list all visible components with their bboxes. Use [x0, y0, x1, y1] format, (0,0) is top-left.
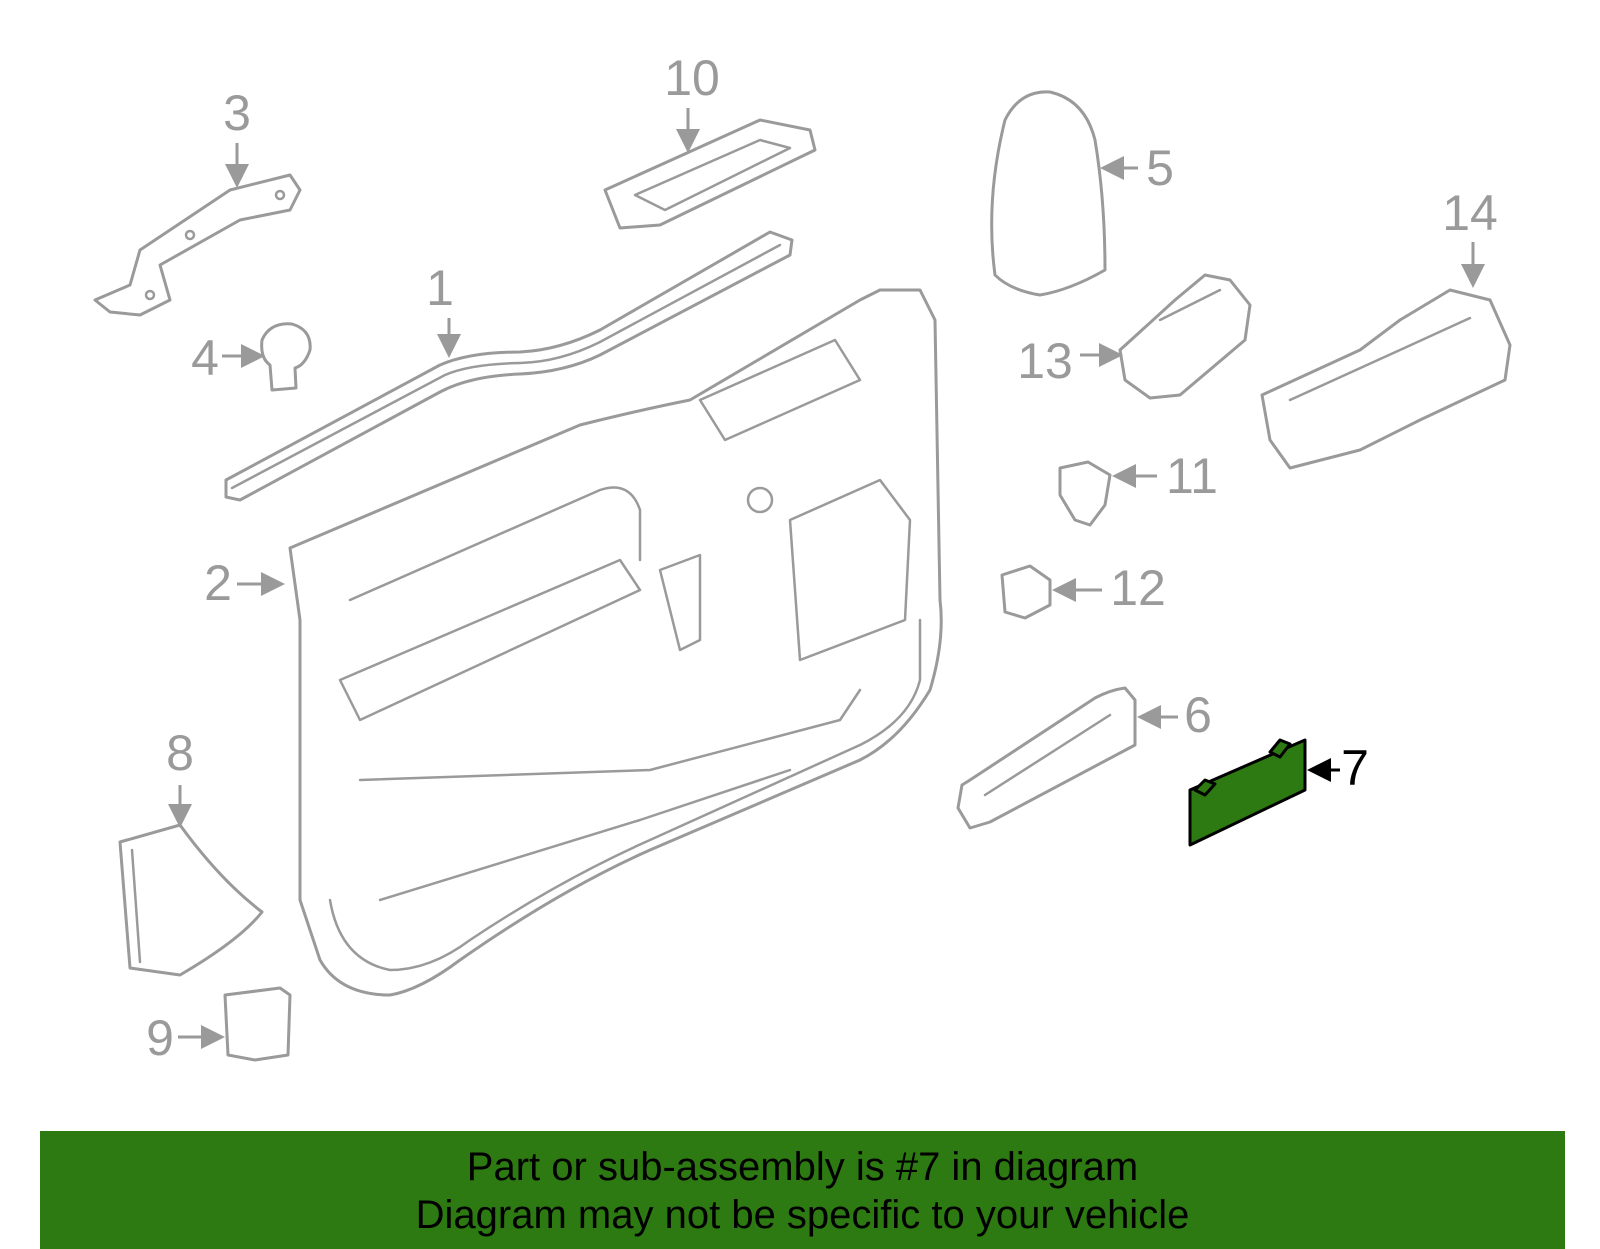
callout-9: 9: [146, 1010, 225, 1066]
svg-text:6: 6: [1184, 687, 1212, 743]
callout-5: 5: [1100, 140, 1174, 196]
callout-2: 2: [204, 555, 285, 611]
part-1-weatherstrip: [224, 230, 794, 502]
svg-text:4: 4: [191, 330, 219, 386]
part-2-door-panel: [288, 288, 943, 997]
svg-text:13: 13: [1017, 333, 1073, 389]
svg-text:5: 5: [1146, 140, 1174, 196]
callout-11: 11: [1112, 448, 1218, 504]
part-4-clip: [260, 322, 312, 392]
part-8-trim: [118, 823, 264, 977]
callout-12: 12: [1052, 560, 1166, 616]
callout-14: 14: [1442, 185, 1498, 288]
part-7-highlighted: [1188, 738, 1307, 847]
callout-4: 4: [191, 330, 265, 386]
part-12-switch: [1000, 564, 1052, 620]
part-10-bezel: [603, 118, 817, 230]
svg-text:2: 2: [204, 555, 232, 611]
svg-text:3: 3: [223, 85, 251, 141]
part-5-cover: [990, 90, 1107, 297]
callout-13: 13: [1017, 333, 1123, 389]
callout-1: 1: [426, 260, 461, 358]
part-3-bracket: [93, 173, 302, 317]
banner-line-2: Diagram may not be specific to your vehi…: [415, 1193, 1190, 1237]
svg-text:9: 9: [146, 1010, 174, 1066]
part-9-cap: [223, 986, 292, 1062]
callout-6: 6: [1137, 687, 1212, 743]
svg-text:14: 14: [1442, 185, 1498, 241]
part-13-switch: [1118, 273, 1252, 400]
part-11-switch: [1058, 460, 1112, 527]
svg-text:10: 10: [664, 50, 720, 106]
svg-text:8: 8: [166, 725, 194, 781]
part-6-handle: [956, 686, 1137, 830]
banner-line-1: Part or sub-assembly is #7 in diagram: [466, 1145, 1139, 1189]
info-banner: Part or sub-assembly is #7 in diagram Di…: [40, 1131, 1565, 1249]
callout-7: 7: [1307, 740, 1369, 796]
callout-8: 8: [166, 725, 194, 828]
svg-text:7: 7: [1341, 740, 1369, 796]
callout-3: 3: [223, 85, 251, 188]
part-14-master-switch: [1260, 288, 1512, 470]
svg-text:1: 1: [426, 260, 454, 316]
svg-text:11: 11: [1166, 448, 1218, 504]
svg-text:12: 12: [1110, 560, 1166, 616]
callout-10: 10: [664, 50, 720, 153]
